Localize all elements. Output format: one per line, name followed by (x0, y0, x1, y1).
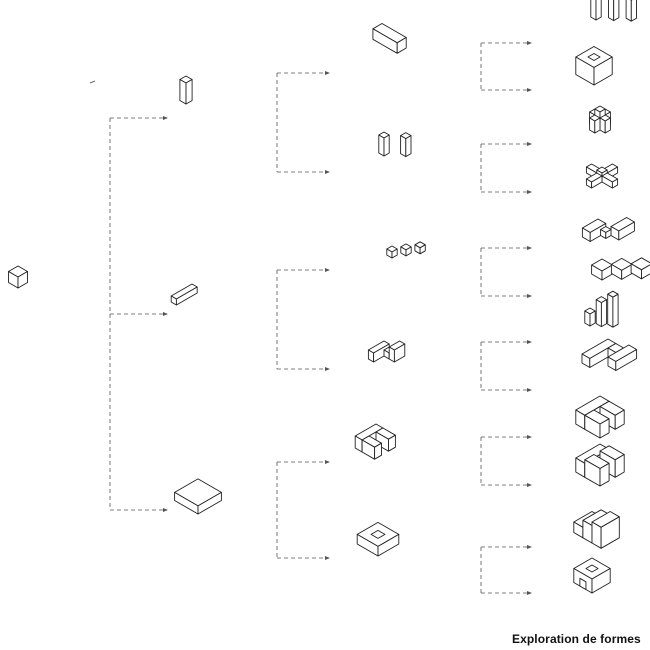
form-horizontal-block (372, 23, 407, 54)
form-cube (8, 265, 28, 289)
form-serpentine-blocks (581, 338, 638, 371)
form-angled-c-slab (575, 395, 625, 439)
connector-h3 (480, 247, 529, 297)
connector-h5 (480, 436, 529, 486)
form-cross-spread (585, 163, 619, 189)
form-stepped-wedge (573, 509, 620, 549)
connector-h4 (480, 341, 529, 391)
form-twin-towers (378, 131, 412, 158)
form-interlocked-blocks (367, 340, 406, 363)
form-square-ring (356, 521, 400, 557)
diagram-caption: Exploration de formes (512, 632, 641, 646)
form-zigzag-cubes (581, 217, 635, 242)
connector-h2 (480, 143, 529, 193)
form-stepped-cubes (386, 241, 426, 259)
connector-lines (109, 41, 532, 595)
stray-mark (89, 80, 96, 84)
form-arch-block (573, 557, 611, 594)
form-triple-towers (590, 0, 637, 22)
connector-tall (276, 72, 327, 173)
form-hollow-block (575, 46, 613, 86)
form-tall-prism (179, 75, 193, 105)
connector-root (109, 117, 165, 511)
connector-slab (276, 461, 327, 559)
form-tower-cluster (584, 290, 619, 328)
connector-h1 (480, 42, 529, 91)
form-flat-slab (174, 478, 222, 515)
form-c-shape (354, 423, 396, 460)
forms-layer (8, 0, 650, 594)
connector-long (276, 269, 327, 370)
connector-h6 (480, 546, 529, 594)
form-tapered-c-block (575, 443, 625, 487)
form-long-prism (170, 283, 198, 306)
form-ring-cluster (591, 257, 650, 281)
form-cross-stack (589, 105, 611, 134)
